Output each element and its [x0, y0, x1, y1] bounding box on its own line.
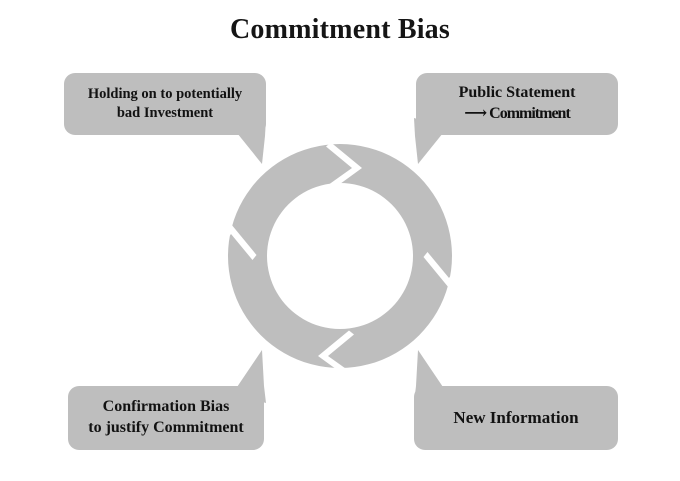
box-holding-on[interactable]	[64, 73, 266, 135]
box-new-information[interactable]	[414, 386, 618, 450]
callout-boxes	[64, 73, 618, 450]
page-title: Commitment Bias	[230, 14, 450, 45]
ring-gap-top	[326, 142, 362, 191]
ring-gap-bottom	[318, 330, 354, 379]
ring-gap-left	[208, 224, 257, 260]
box-public-statement[interactable]	[416, 73, 618, 135]
ring-donut	[227, 144, 452, 368]
box-confirmation-bias[interactable]	[68, 386, 264, 450]
ring-gap-right	[423, 252, 472, 288]
cycle-ring	[208, 142, 472, 379]
